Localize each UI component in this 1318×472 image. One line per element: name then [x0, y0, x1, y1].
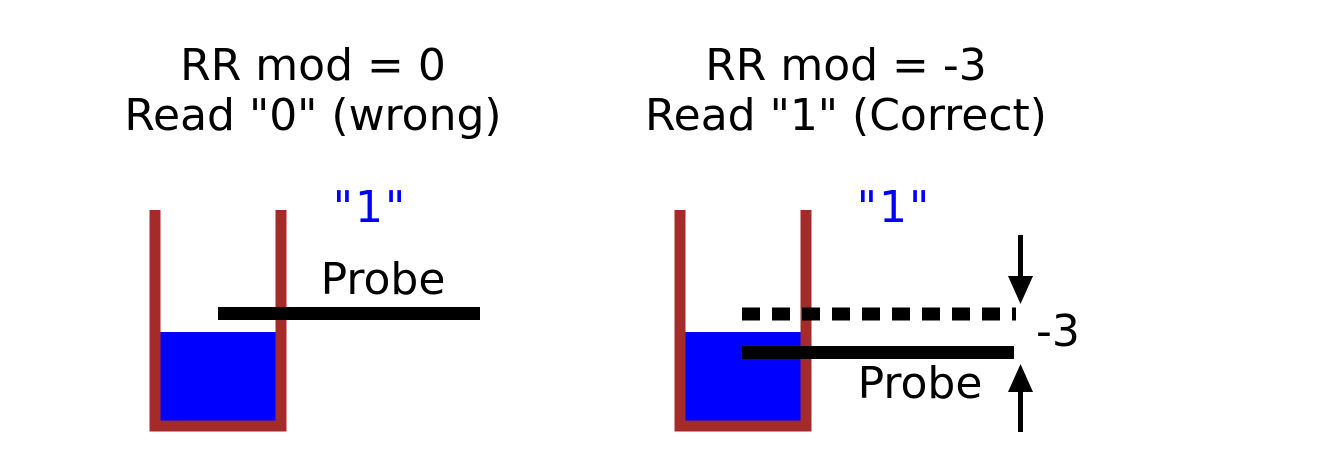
right-offset-label: -3: [1036, 306, 1080, 357]
left-water: [160, 332, 277, 424]
panel-right: RR mod = -3 Read "1" (Correct) "1" Probe…: [645, 40, 1080, 432]
left-title-line2: Read "0" (wrong): [124, 90, 501, 141]
right-probe-label: Probe: [858, 358, 983, 409]
arrow-up-icon: [1008, 364, 1033, 432]
left-title-line1: RR mod = 0: [180, 40, 446, 91]
right-title-line1: RR mod = -3: [705, 40, 987, 91]
left-probe: [218, 307, 480, 320]
left-bit-label: "1": [333, 182, 407, 233]
arrow-down-icon: [1008, 235, 1033, 304]
right-title-line2: Read "1" (Correct): [645, 90, 1047, 141]
panel-left: RR mod = 0 Read "0" (wrong) "1" Probe: [124, 40, 502, 432]
right-bit-label: "1": [857, 182, 931, 233]
left-probe-label: Probe: [321, 254, 446, 305]
right-probe: [742, 346, 1014, 359]
right-water: [685, 332, 803, 424]
